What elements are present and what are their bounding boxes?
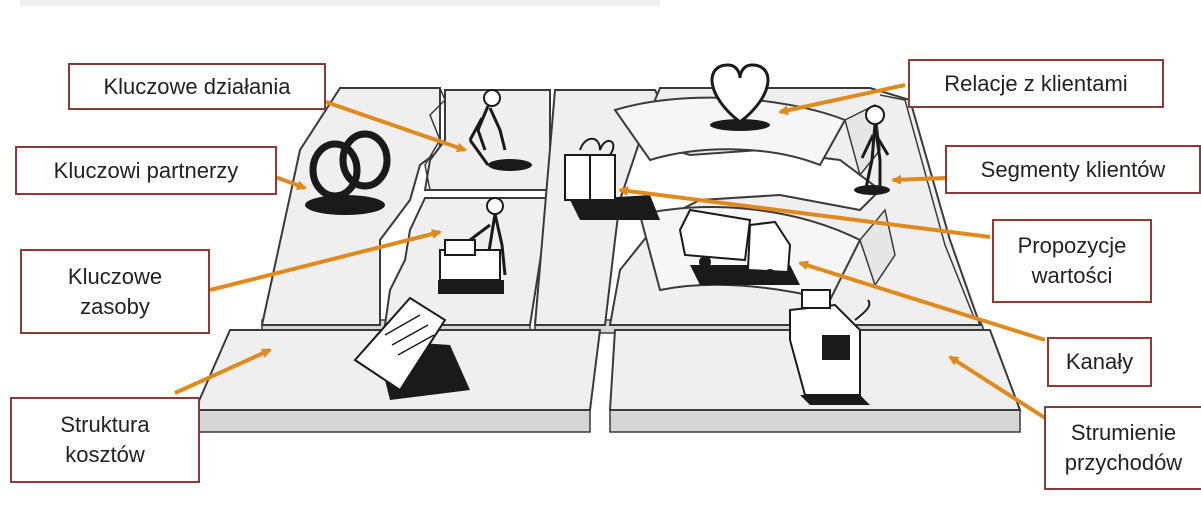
label-value-proposition-line1: Propozycje — [1018, 231, 1127, 261]
label-cost-structure-line2: kosztów — [65, 440, 144, 470]
arrow-customer-segments — [893, 178, 945, 180]
label-key-activities-text: Kluczowe działania — [103, 72, 290, 102]
label-value-proposition-line2: wartości — [1032, 261, 1113, 291]
label-key-activities: Kluczowe działania — [68, 63, 326, 110]
label-cost-structure: Struktura kosztów — [10, 397, 200, 483]
label-customer-segments: Segmenty klientów — [945, 145, 1201, 194]
label-customer-relationships-text: Relacje z klientami — [944, 69, 1127, 99]
label-key-resources-line1: Kluczowe — [68, 262, 162, 292]
heart-icon — [710, 65, 770, 131]
label-customer-relationships: Relacje z klientami — [908, 59, 1164, 108]
label-revenue-streams-line2: przychodów — [1065, 448, 1182, 478]
top-strip-fragment — [20, 0, 660, 6]
label-channels: Kanały — [1047, 337, 1152, 387]
label-key-resources: Kluczowe zasoby — [20, 249, 210, 334]
label-key-partners: Kluczowi partnerzy — [15, 146, 277, 195]
left-board — [262, 88, 550, 333]
label-customer-segments-text: Segmenty klientów — [981, 155, 1166, 185]
label-key-partners-text: Kluczowi partnerzy — [54, 156, 239, 186]
label-cost-structure-line1: Struktura — [60, 410, 149, 440]
label-key-resources-line2: zasoby — [80, 292, 150, 322]
label-value-proposition: Propozycje wartości — [992, 219, 1152, 303]
label-revenue-streams-line1: Strumienie — [1071, 418, 1176, 448]
label-revenue-streams: Strumienie przychodów — [1044, 406, 1201, 490]
label-channels-text: Kanały — [1066, 347, 1133, 377]
